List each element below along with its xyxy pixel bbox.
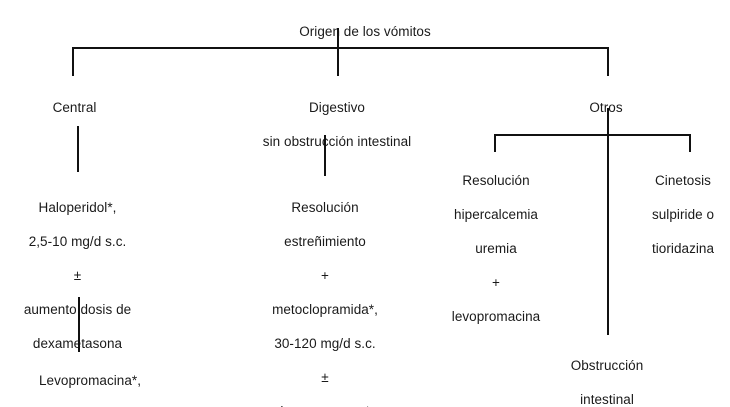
otros-metabolic-node: Resolución hipercalcemia uremia + levopr… xyxy=(437,155,555,342)
obstruccion-line1: Obstrucción xyxy=(570,358,644,373)
digestivo-heading-line2: sin obstrucción intestinal xyxy=(262,134,412,149)
otros-obstruccion-node: Obstrucción intestinal xyxy=(543,340,671,407)
central-primary-line4: dexametasona xyxy=(0,335,155,352)
cinetosis-line1: Cinetosis xyxy=(655,173,711,188)
metabolic-line4: levopromacina xyxy=(451,309,541,324)
metabolic-operator: + xyxy=(492,275,500,290)
branch-heading-digestivo: Digestivo sin obstrucción intestinal xyxy=(212,82,462,167)
connector-otros-stem xyxy=(607,108,609,135)
digestivo-line1: Resolución xyxy=(291,200,359,215)
connector-root-stem xyxy=(337,28,339,48)
digestivo-line3: metoclopramida*, xyxy=(272,302,378,317)
digestivo-line5: dexametasona*, xyxy=(205,403,445,407)
digestivo-line2: estreñimiento xyxy=(284,234,366,249)
branch-heading-otros: Otros xyxy=(546,82,666,133)
digestivo-treatment: Resolución estreñimiento + metoclopramid… xyxy=(205,182,445,407)
root-node: Origen de los vómitos xyxy=(230,6,500,57)
central-primary-line3: aumento dosis de xyxy=(23,302,132,317)
connector-drop-obstruccion xyxy=(607,134,609,335)
central-treatment-primary: Haloperidol*, 2,5-10 mg/d s.c. ± aumento… xyxy=(0,182,155,369)
central-alt-line1: Levopromacina*, xyxy=(38,373,142,388)
connector-drop-otros xyxy=(607,47,609,76)
connector-main-bar xyxy=(72,47,609,49)
connector-drop-cinetosis xyxy=(689,134,691,152)
cinetosis-line3: tioridazina xyxy=(651,241,715,256)
central-primary-line1: Haloperidol*, xyxy=(38,200,117,215)
central-treatment-alternative: Levopromacina*, 12,5-25 mg/d i.m. en lug… xyxy=(0,355,180,407)
metabolic-line1: Resolución xyxy=(462,173,530,188)
connector-drop-central xyxy=(72,47,74,76)
metabolic-line2: hipercalcemia xyxy=(454,207,538,222)
connector-digestivo-to-treatment xyxy=(324,135,326,176)
connector-drop-metabolic xyxy=(494,134,496,152)
otros-cinetosis-node: Cinetosis sulpiride o tioridazina xyxy=(636,155,730,274)
digestivo-operator-2: ± xyxy=(321,370,329,385)
central-heading-label: Central xyxy=(52,100,97,115)
root-node-label: Origen de los vómitos xyxy=(299,24,431,39)
connector-central-to-treatment xyxy=(77,126,79,172)
otros-heading-label: Otros xyxy=(589,100,623,115)
cinetosis-line2: sulpiride o xyxy=(651,207,715,222)
connector-drop-digestivo xyxy=(337,47,339,76)
digestivo-line4: 30-120 mg/d s.c. xyxy=(274,336,376,351)
digestivo-operator-1: + xyxy=(321,268,329,283)
connector-otros-bar xyxy=(494,134,690,136)
branch-heading-central: Central xyxy=(12,82,137,133)
digestivo-heading-line1: Digestivo xyxy=(309,100,365,115)
connector-central-to-alternative xyxy=(78,297,80,352)
central-primary-line2: 2,5-10 mg/d s.c. xyxy=(28,234,127,249)
obstruccion-line2: intestinal xyxy=(580,392,634,407)
central-primary-operator: ± xyxy=(73,268,82,283)
metabolic-line3: uremia xyxy=(475,241,517,256)
